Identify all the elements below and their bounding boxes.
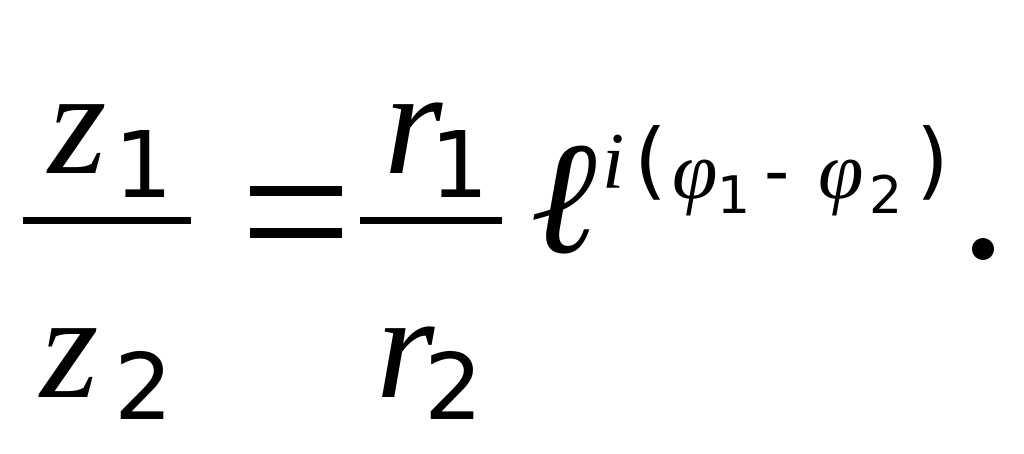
exponent-imaginary-unit: i <box>602 118 625 206</box>
z-denominator: z <box>40 264 99 430</box>
right-fraction-bar <box>360 217 502 224</box>
left-fraction-bar <box>23 217 191 224</box>
phi-one-subscript: 1 <box>717 166 751 226</box>
equals-sign-top-bar <box>250 186 342 196</box>
z-numerator-subscript: 1 <box>114 112 173 219</box>
phi-two-subscript: 2 <box>869 166 903 226</box>
r-numerator-subscript: 1 <box>430 112 489 219</box>
exponent-minus-sign: - <box>764 130 790 212</box>
phi-two: φ <box>818 125 864 216</box>
z-denominator-subscript: 2 <box>114 334 173 441</box>
terminal-dot <box>972 238 994 260</box>
z-numerator: z <box>48 40 107 206</box>
r-denominator-subscript: 2 <box>424 334 483 441</box>
phi-one: φ <box>672 125 718 216</box>
exponential-base: ℓ <box>530 109 597 287</box>
exponent-close-paren: ) <box>916 111 949 209</box>
r-numerator: r <box>384 40 443 206</box>
equals-sign-bottom-bar <box>250 228 342 238</box>
r-denominator: r <box>376 264 435 430</box>
exponent-open-paren: ( <box>634 111 667 209</box>
